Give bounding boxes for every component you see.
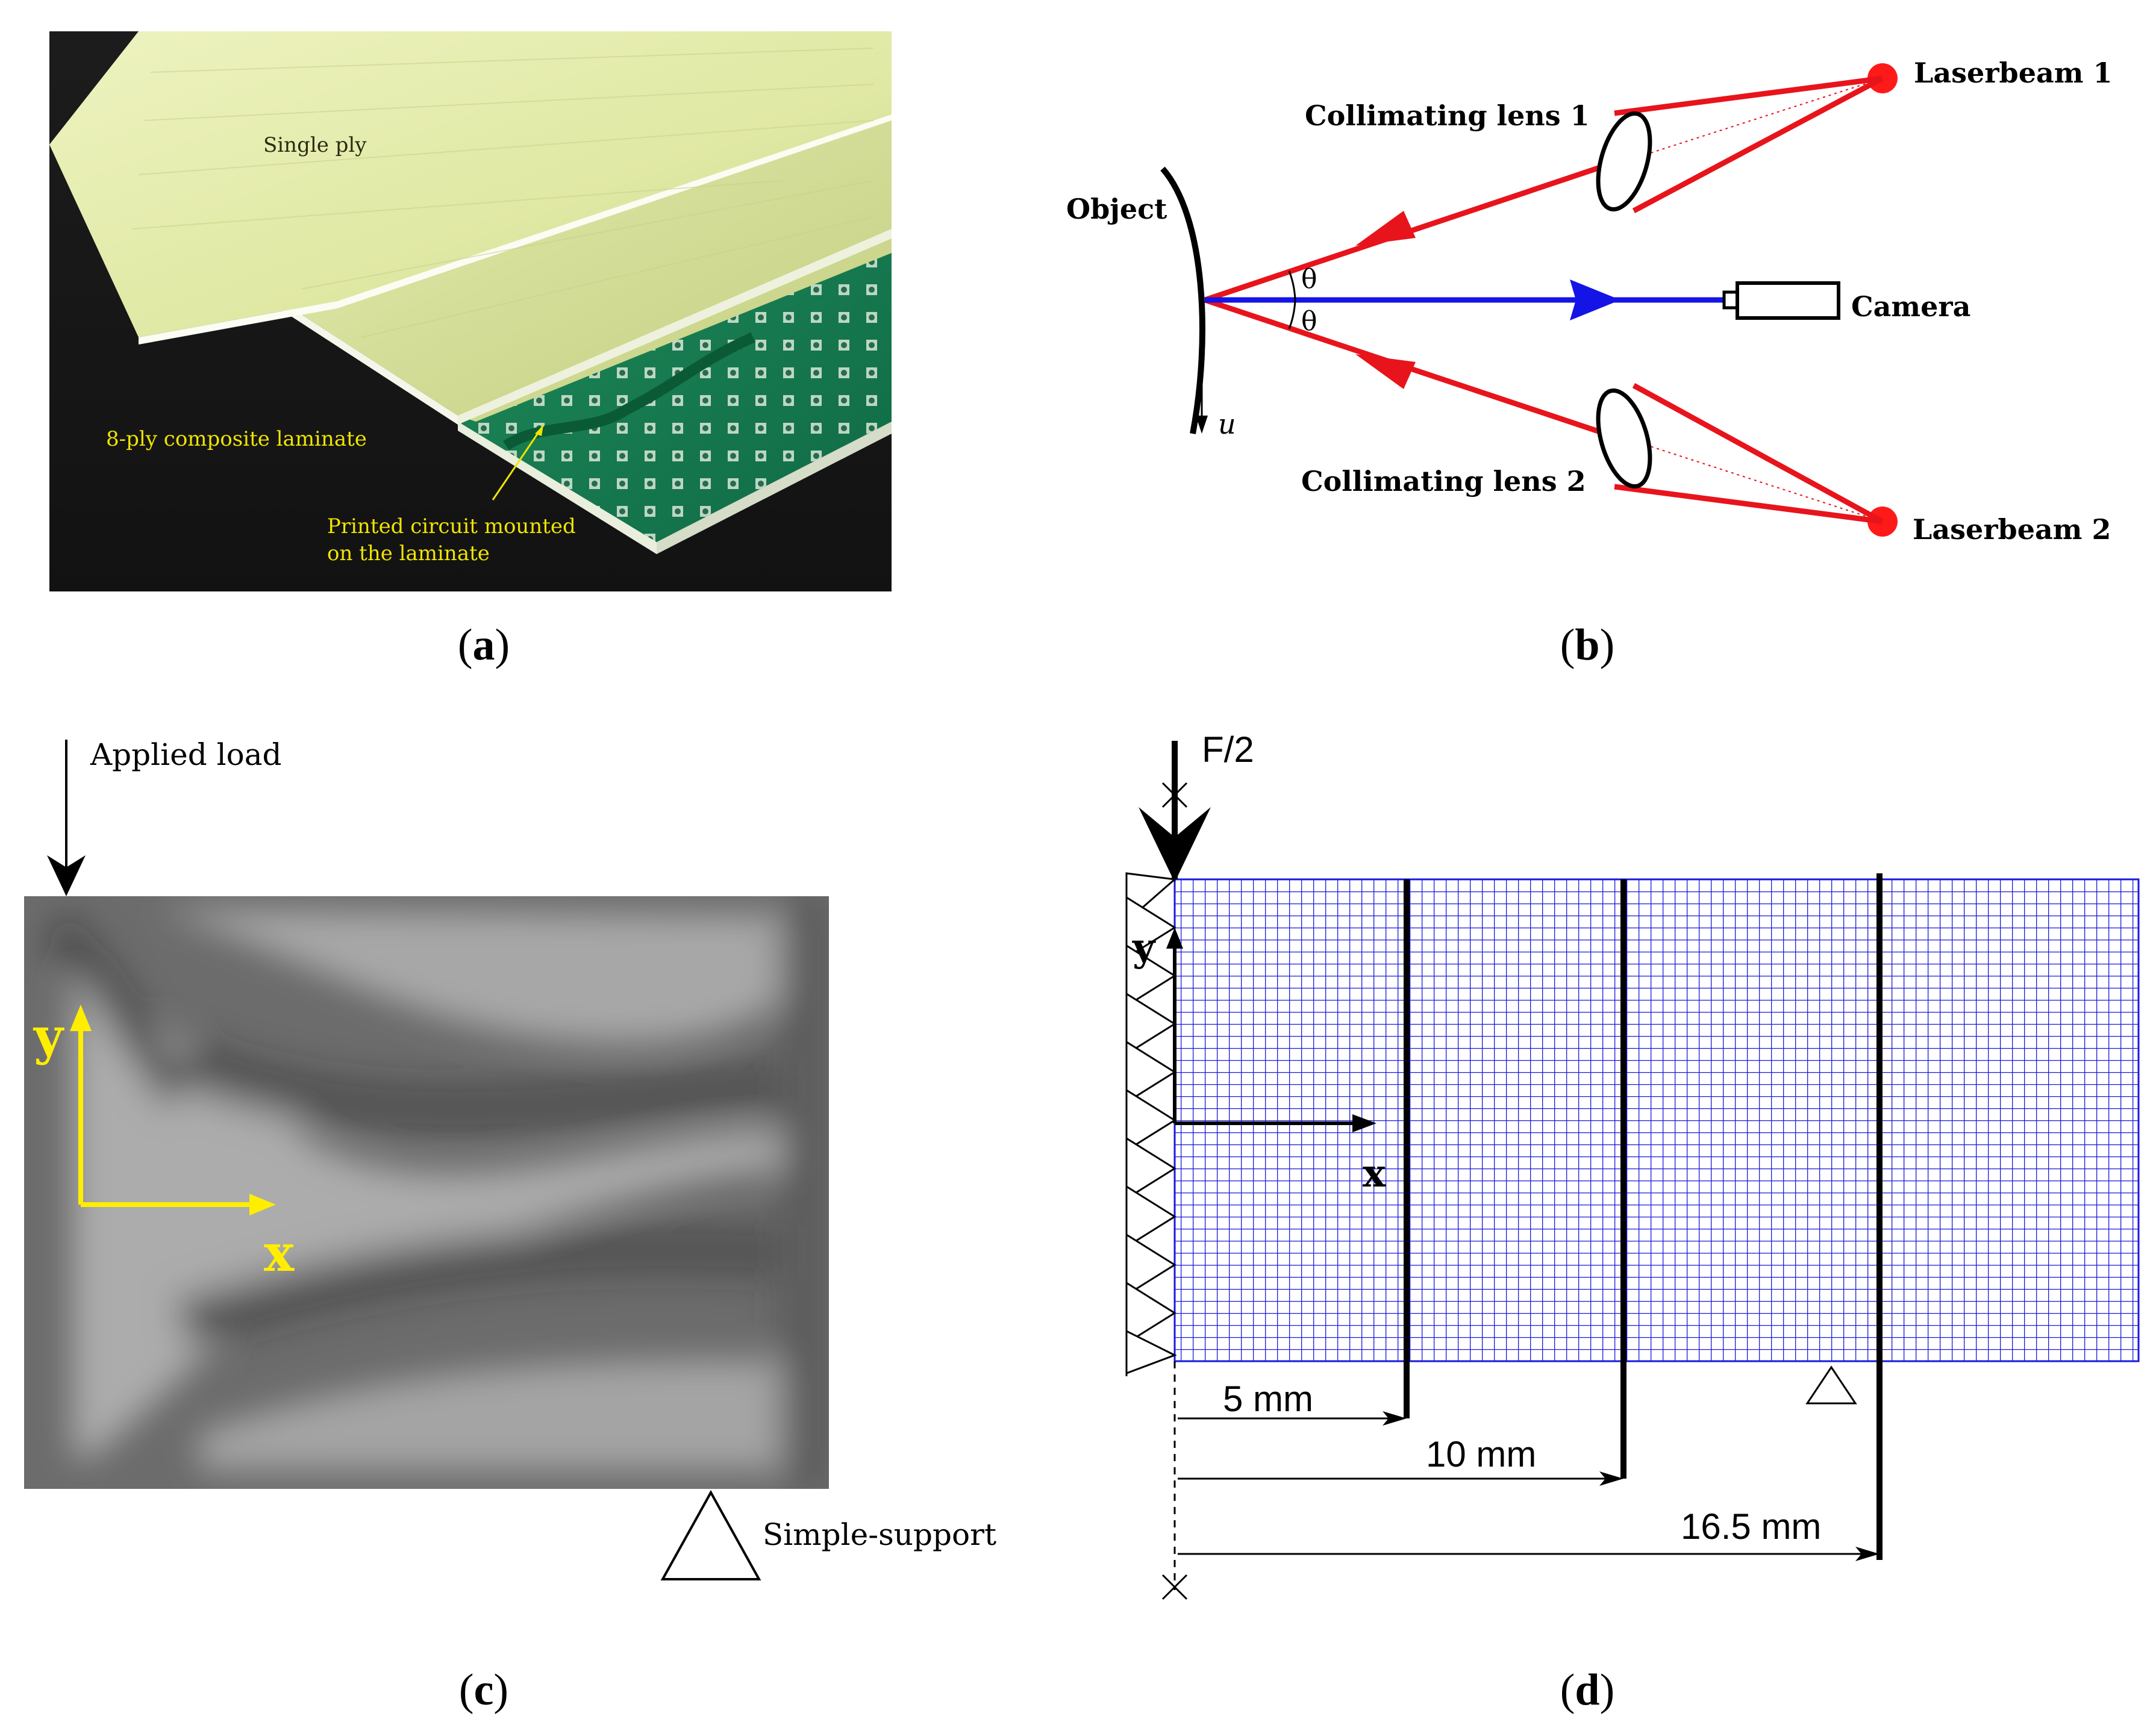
- camera-icon: [1736, 281, 1840, 320]
- theta-arc-top: [1288, 270, 1296, 301]
- label-lens2: Collimating lens 2: [1301, 465, 1586, 497]
- collimating-lens-1: [1596, 111, 1652, 212]
- label-u: u: [1218, 408, 1236, 440]
- panel-a: Single ply 8-ply composite laminate Prin…: [49, 31, 892, 670]
- label-single-ply: Single ply: [263, 133, 367, 157]
- label-laser1: Laserbeam 1: [1914, 57, 2112, 89]
- simple-support-icon: [660, 1489, 761, 1580]
- label-applied-load: Applied load: [90, 737, 282, 772]
- caption-d: (d): [1560, 1665, 1614, 1715]
- label-axis-y-d: y: [1132, 925, 1156, 970]
- circuit-pointer: [492, 425, 545, 501]
- caption-b: (b): [1560, 620, 1614, 670]
- panel-c: Applied load y x Simple-support (c): [24, 737, 996, 1715]
- support-triangle-d: [1805, 1365, 1857, 1405]
- label-object: Object: [1066, 193, 1167, 225]
- laminate-sheet: [253, 102, 892, 422]
- caption-c: (c): [459, 1665, 508, 1715]
- fe-mesh: [1175, 879, 2139, 1361]
- collimating-lens-2: [1596, 388, 1652, 489]
- label-theta-top: θ: [1301, 264, 1317, 295]
- panel-b: Laserbeam 1 Laserbeam 2 Collimating lens…: [1066, 57, 2112, 670]
- label-axis-x-d: x: [1363, 1151, 1386, 1196]
- arrow-lower-beam: [1355, 354, 1416, 389]
- camera-lens: [1722, 290, 1739, 310]
- label-circuit-line1: Printed circuit mounted: [327, 514, 576, 538]
- label-theta-bottom: θ: [1301, 306, 1317, 337]
- label-laser2: Laserbeam 2: [1913, 513, 2111, 546]
- speckle-fringe-image: [24, 896, 829, 1489]
- label-force: F/2: [1202, 729, 1254, 770]
- force-arrowhead: [1139, 807, 1211, 882]
- caption-a: (a): [458, 620, 510, 670]
- single-ply-sheet: [49, 31, 892, 337]
- label-dim-10mm: 10 mm: [1426, 1434, 1536, 1474]
- label-lens1: Collimating lens 1: [1305, 99, 1590, 132]
- theta-arc-bottom: [1288, 299, 1296, 329]
- camera-axis-arrow: [1570, 279, 1620, 320]
- label-camera: Camera: [1851, 290, 1970, 323]
- label-axis-x-c: x: [264, 1223, 295, 1283]
- label-dim-5mm: 5 mm: [1223, 1379, 1313, 1419]
- label-simple-support: Simple-support: [763, 1517, 996, 1552]
- panel-d: F/2 y x 5 mm 10 mm 16.5 mm (d): [1125, 729, 2140, 1715]
- label-circuit-line2: on the laminate: [327, 541, 490, 566]
- label-laminate: 8-ply composite laminate: [106, 427, 367, 451]
- label-dim-16-5mm: 16.5 mm: [1681, 1506, 1821, 1547]
- laminate-photo: [49, 31, 892, 591]
- object-surface: [1160, 166, 1205, 434]
- label-axis-y-c: y: [33, 1006, 64, 1066]
